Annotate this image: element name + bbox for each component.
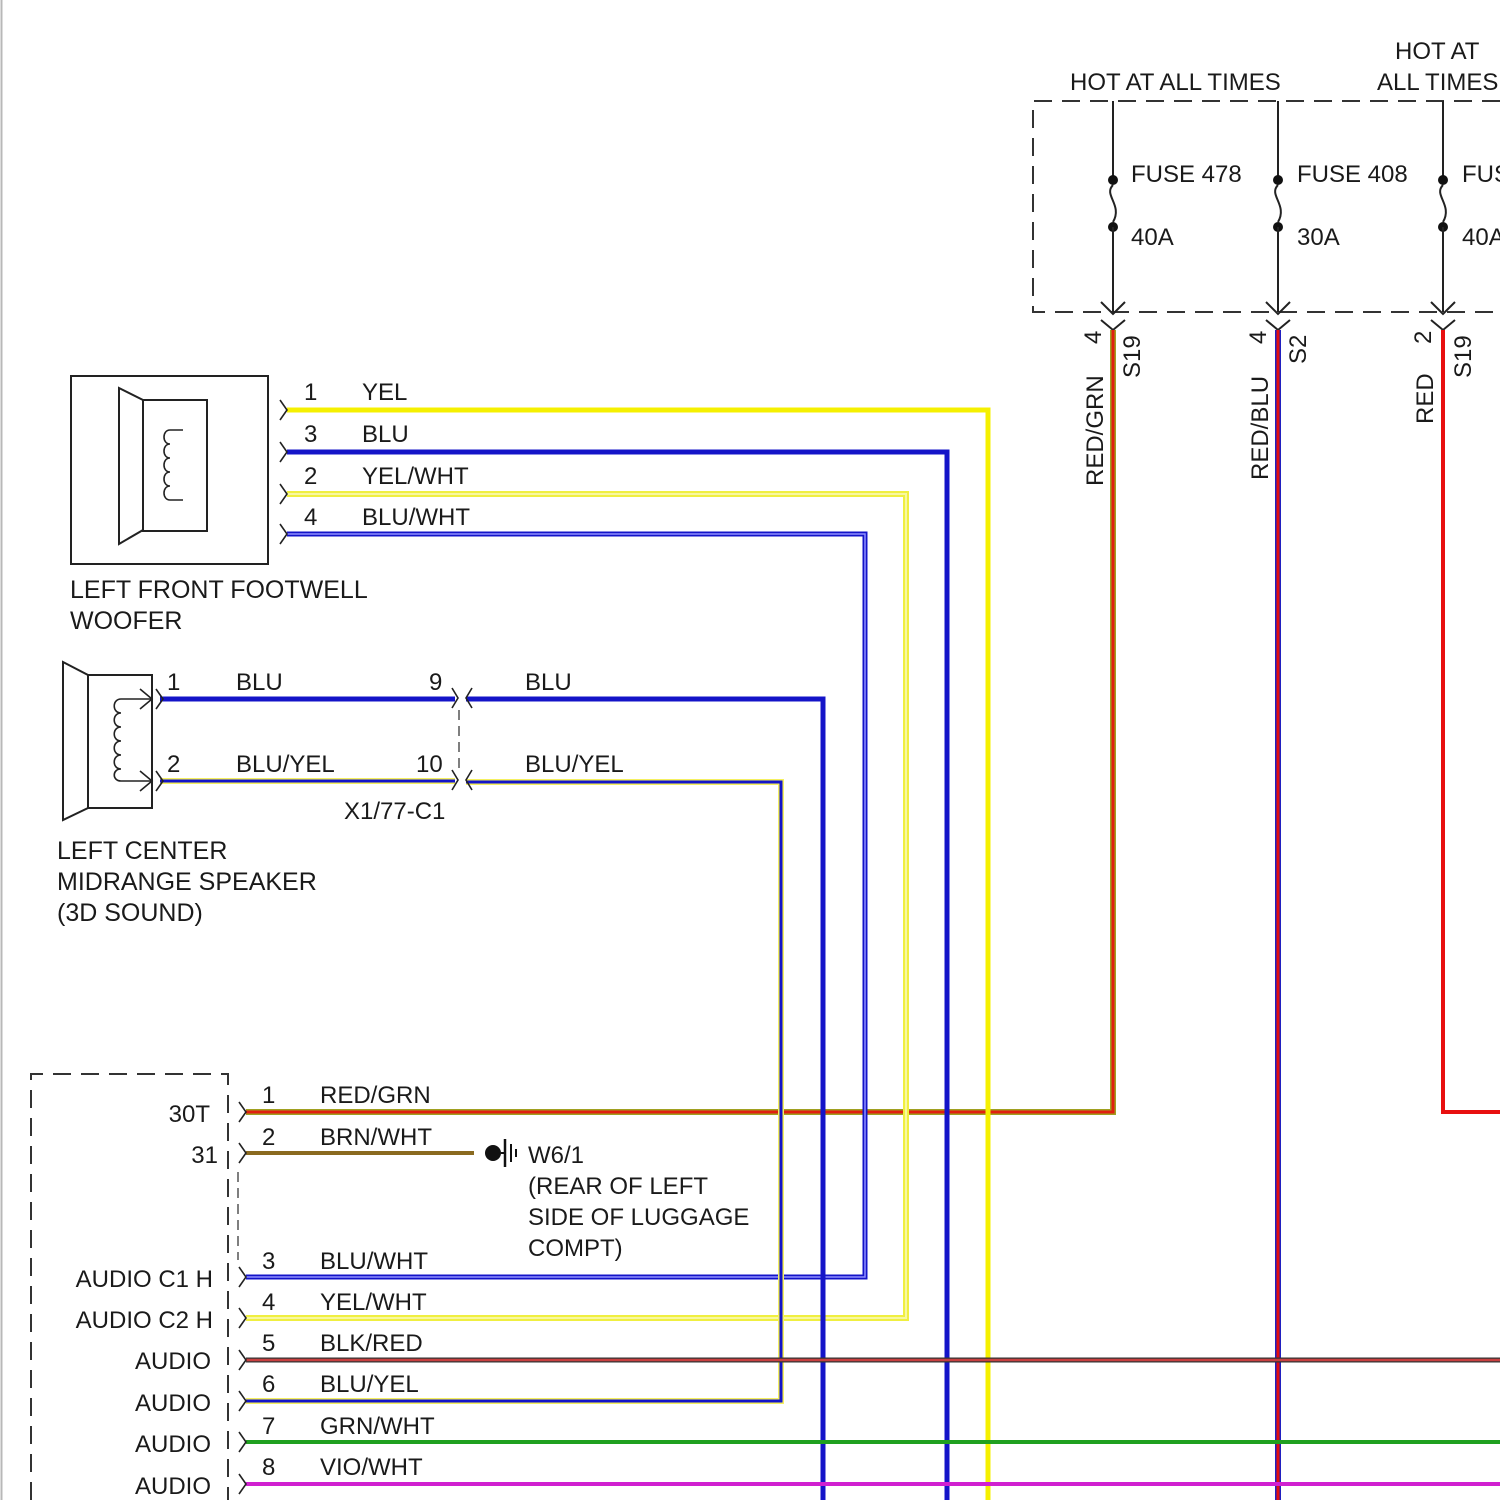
amp-wire: VIO/WHT [320,1454,423,1481]
amp-wire: YEL/WHT [320,1289,427,1316]
amp-wire: BLK/RED [320,1330,423,1357]
midrange-pin: 2 [167,751,180,778]
fuse-third-rating: 40A [1462,224,1500,251]
midrange-label-line2: MIDRANGE SPEAKER [57,868,317,896]
woofer-pin: 1 [304,379,317,406]
hot-label-2b: ALL TIMES [1377,69,1498,96]
woofer-label-line1: LEFT FRONT FOOTWELL [70,576,368,604]
amp-pin-label: AUDIO [135,1473,211,1500]
fuse-408-name: FUSE 408 [1297,161,1408,188]
amp-pin: 2 [262,1124,275,1151]
fuse-third-name: FUS [1462,161,1500,188]
woofer-pin: 3 [304,421,317,448]
ground-desc-line2: SIDE OF LUGGAGE [528,1204,749,1231]
fuse-third: FUS 40A [1431,101,1500,330]
fuse-478-wire: RED/GRN [1082,375,1109,486]
ground-dot-icon [485,1145,501,1161]
woofer-wire: YEL [362,379,407,406]
woofer-box [71,376,268,564]
ground-name: W6/1 [528,1142,584,1169]
ground-desc-line1: (REAR OF LEFT [528,1173,708,1200]
midrange-pin: 1 [167,669,180,696]
amp-pin: 4 [262,1289,275,1316]
amp-wire: BLU/WHT [320,1248,428,1275]
amp-pin: 7 [262,1413,275,1440]
amp-pin: 5 [262,1330,275,1357]
fuse-408-rating: 30A [1297,224,1340,251]
fuse-478-pin: 4 [1080,331,1107,344]
woofer-coil-icon [164,430,183,500]
midrange-wire-out: BLU/YEL [525,751,624,778]
amp-pin-label: AUDIO [135,1390,211,1417]
connector-label: X1/77-C1 [344,798,445,825]
fuse-408-connector: S2 [1285,335,1312,364]
fuse-478-rating: 40A [1131,224,1174,251]
woofer-label-line2: WOOFER [70,607,183,635]
amp-wire: RED/GRN [320,1082,431,1109]
amp-pin-label: AUDIO [135,1431,211,1458]
amp-wire: BRN/WHT [320,1124,432,1151]
ground-point: W6/1 (REAR OF LEFT SIDE OF LUGGAGE COMPT… [485,1139,749,1262]
inline-connector [452,688,472,790]
amp-pin: 8 [262,1454,275,1481]
midrange-label-line1: LEFT CENTER [57,837,227,865]
amp-pin: 6 [262,1371,275,1398]
amp-pin-label: AUDIO [135,1348,211,1375]
amp-pin-label: AUDIO C1 H [76,1266,213,1293]
wires [160,330,1500,1500]
fuse-408-wire: RED/BLU [1247,376,1274,480]
woofer-component: 1 YEL 3 BLU 2 YEL/WHT 4 BLU/WHT LEFT FRO… [70,376,470,635]
amp-pin-label: 31 [191,1142,218,1169]
midrange-coil-icon [114,699,152,781]
connector-pin: 9 [429,669,442,696]
fuse-box: HOT AT ALL TIMES HOT AT ALL TIMES FUSE 4… [1033,38,1500,486]
fuse-third-connector: S19 [1450,335,1477,378]
hot-label-1: HOT AT ALL TIMES [1070,69,1281,96]
fuse-478-name: FUSE 478 [1131,161,1242,188]
fuse-408: FUSE 408 30A [1266,101,1408,330]
ground-desc-line3: COMPT) [528,1235,623,1262]
fuse-third-pin: 2 [1410,331,1437,344]
hot-label-2a: HOT AT [1395,38,1480,65]
fuse-408-pin: 4 [1245,331,1272,344]
amp-pin: 3 [262,1248,275,1275]
amp-pin-label: 30T [169,1101,211,1128]
fuse-third-wire: RED [1412,373,1439,424]
woofer-pin: 2 [304,463,317,490]
amp-pin: 1 [262,1082,275,1109]
midrange-speaker-component: 1 BLU 2 BLU/YEL 9 10 BLU BLU/YEL X1/77-C… [57,662,624,927]
midrange-wire-out: BLU [525,669,572,696]
amp-wire: BLU/YEL [320,1371,419,1398]
woofer-pin: 4 [304,504,317,531]
fuse-478: FUSE 478 40A [1101,101,1242,330]
woofer-wire: YEL/WHT [362,463,469,490]
woofer-wire: BLU [362,421,409,448]
fuse-478-connector: S19 [1119,335,1146,378]
amp-wire: GRN/WHT [320,1413,435,1440]
midrange-wire: BLU [236,669,283,696]
amplifier-component: 30T 31 AUDIO C1 H AUDIO C2 H AUDIO AUDIO… [31,1074,435,1500]
woofer-wire: BLU/WHT [362,504,470,531]
midrange-label-line3: (3D SOUND) [57,899,203,927]
amp-pin-label: AUDIO C2 H [76,1307,213,1334]
connector-pin: 10 [416,751,443,778]
midrange-wire: BLU/YEL [236,751,335,778]
